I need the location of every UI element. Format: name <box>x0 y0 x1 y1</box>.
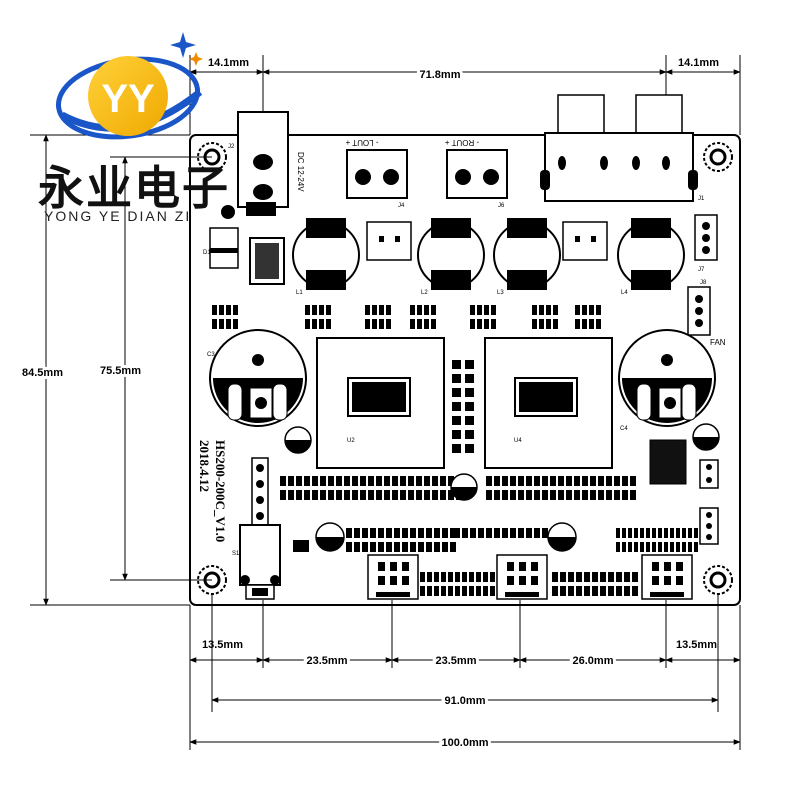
dim-left-outer: 84.5mm <box>22 367 63 379</box>
switch-s1 <box>239 457 281 600</box>
inductor-l4 <box>617 218 685 290</box>
brand-name-cn: 永业电子 <box>38 161 230 215</box>
capacitor-c3 <box>209 329 307 427</box>
amplifier-chip-u4 <box>484 337 613 469</box>
smd-component-rows <box>212 305 698 596</box>
ref-d1: D1 <box>203 250 211 256</box>
dim-bottom-mid: 91.0mm <box>445 695 486 707</box>
dim-top-right: 14.1mm <box>678 57 719 69</box>
lout-label: - LOUT + <box>345 138 378 147</box>
logo-text: YY <box>101 77 155 121</box>
center-smd-column <box>452 360 474 453</box>
brand-name-en: YONG YE DIAN ZI <box>44 208 192 224</box>
brand-logo: YY <box>55 32 203 140</box>
rout-label: - ROUT + <box>445 138 480 147</box>
ref-l4: L4 <box>621 290 628 296</box>
capacitor-c4 <box>618 329 716 427</box>
ref-u4: U4 <box>514 438 522 444</box>
ref-j1: J1 <box>698 196 705 202</box>
ref-c3: C3 <box>207 352 215 358</box>
dim-bottom-c: 23.5mm <box>436 655 477 667</box>
smd-left <box>293 540 309 552</box>
mounting-hole-top-right <box>703 142 733 172</box>
ref-l1: L1 <box>296 290 303 296</box>
ref-j6: J6 <box>498 203 505 209</box>
fan-header <box>687 286 711 336</box>
amplifier-chip-u2 <box>316 337 445 469</box>
ref-j7: J7 <box>698 267 705 273</box>
dim-bottom-a: 13.5mm <box>202 639 243 651</box>
inductor-l2 <box>417 218 485 290</box>
sparkle-icon <box>170 32 196 58</box>
regulator-block <box>649 439 687 485</box>
dimension-lines <box>30 55 741 750</box>
ref-s1: S1 <box>232 551 240 557</box>
dim-left-inner: 75.5mm <box>100 365 141 377</box>
dim-top-middle: 71.8mm <box>420 69 461 81</box>
dim-top-left: 14.1mm <box>208 57 249 69</box>
ref-c4: C4 <box>620 426 628 432</box>
ref-l2: L2 <box>421 290 428 296</box>
right-side-headers <box>699 459 719 545</box>
film-capacitors <box>366 221 608 261</box>
mounting-hole-bottom-right <box>703 565 733 595</box>
inductor-l1 <box>292 218 360 290</box>
fan-label: FAN <box>710 338 726 347</box>
ref-l3: L3 <box>497 290 504 296</box>
dc-jack <box>221 111 289 219</box>
lout-terminal <box>346 149 408 199</box>
power-label: DC 12-24V <box>296 152 305 192</box>
dim-bottom-d: 26.0mm <box>573 655 614 667</box>
inductor-l3 <box>493 218 561 290</box>
ref-j4: J4 <box>398 203 405 209</box>
input-jack <box>540 94 698 202</box>
board-date: 2018.4.12 <box>197 440 212 492</box>
dim-bottom-e: 13.5mm <box>676 639 717 651</box>
ref-j2: J2 <box>228 144 235 150</box>
diode-d1 <box>209 227 239 269</box>
header-j7 <box>694 214 718 261</box>
rout-terminal <box>446 149 508 199</box>
ref-u2: U2 <box>347 438 355 444</box>
dim-bottom-total: 100.0mm <box>441 737 488 749</box>
ref-j8: J8 <box>700 280 707 286</box>
dim-bottom-b: 23.5mm <box>307 655 348 667</box>
board-model: HS200-200C_V1.0 <box>213 440 228 542</box>
